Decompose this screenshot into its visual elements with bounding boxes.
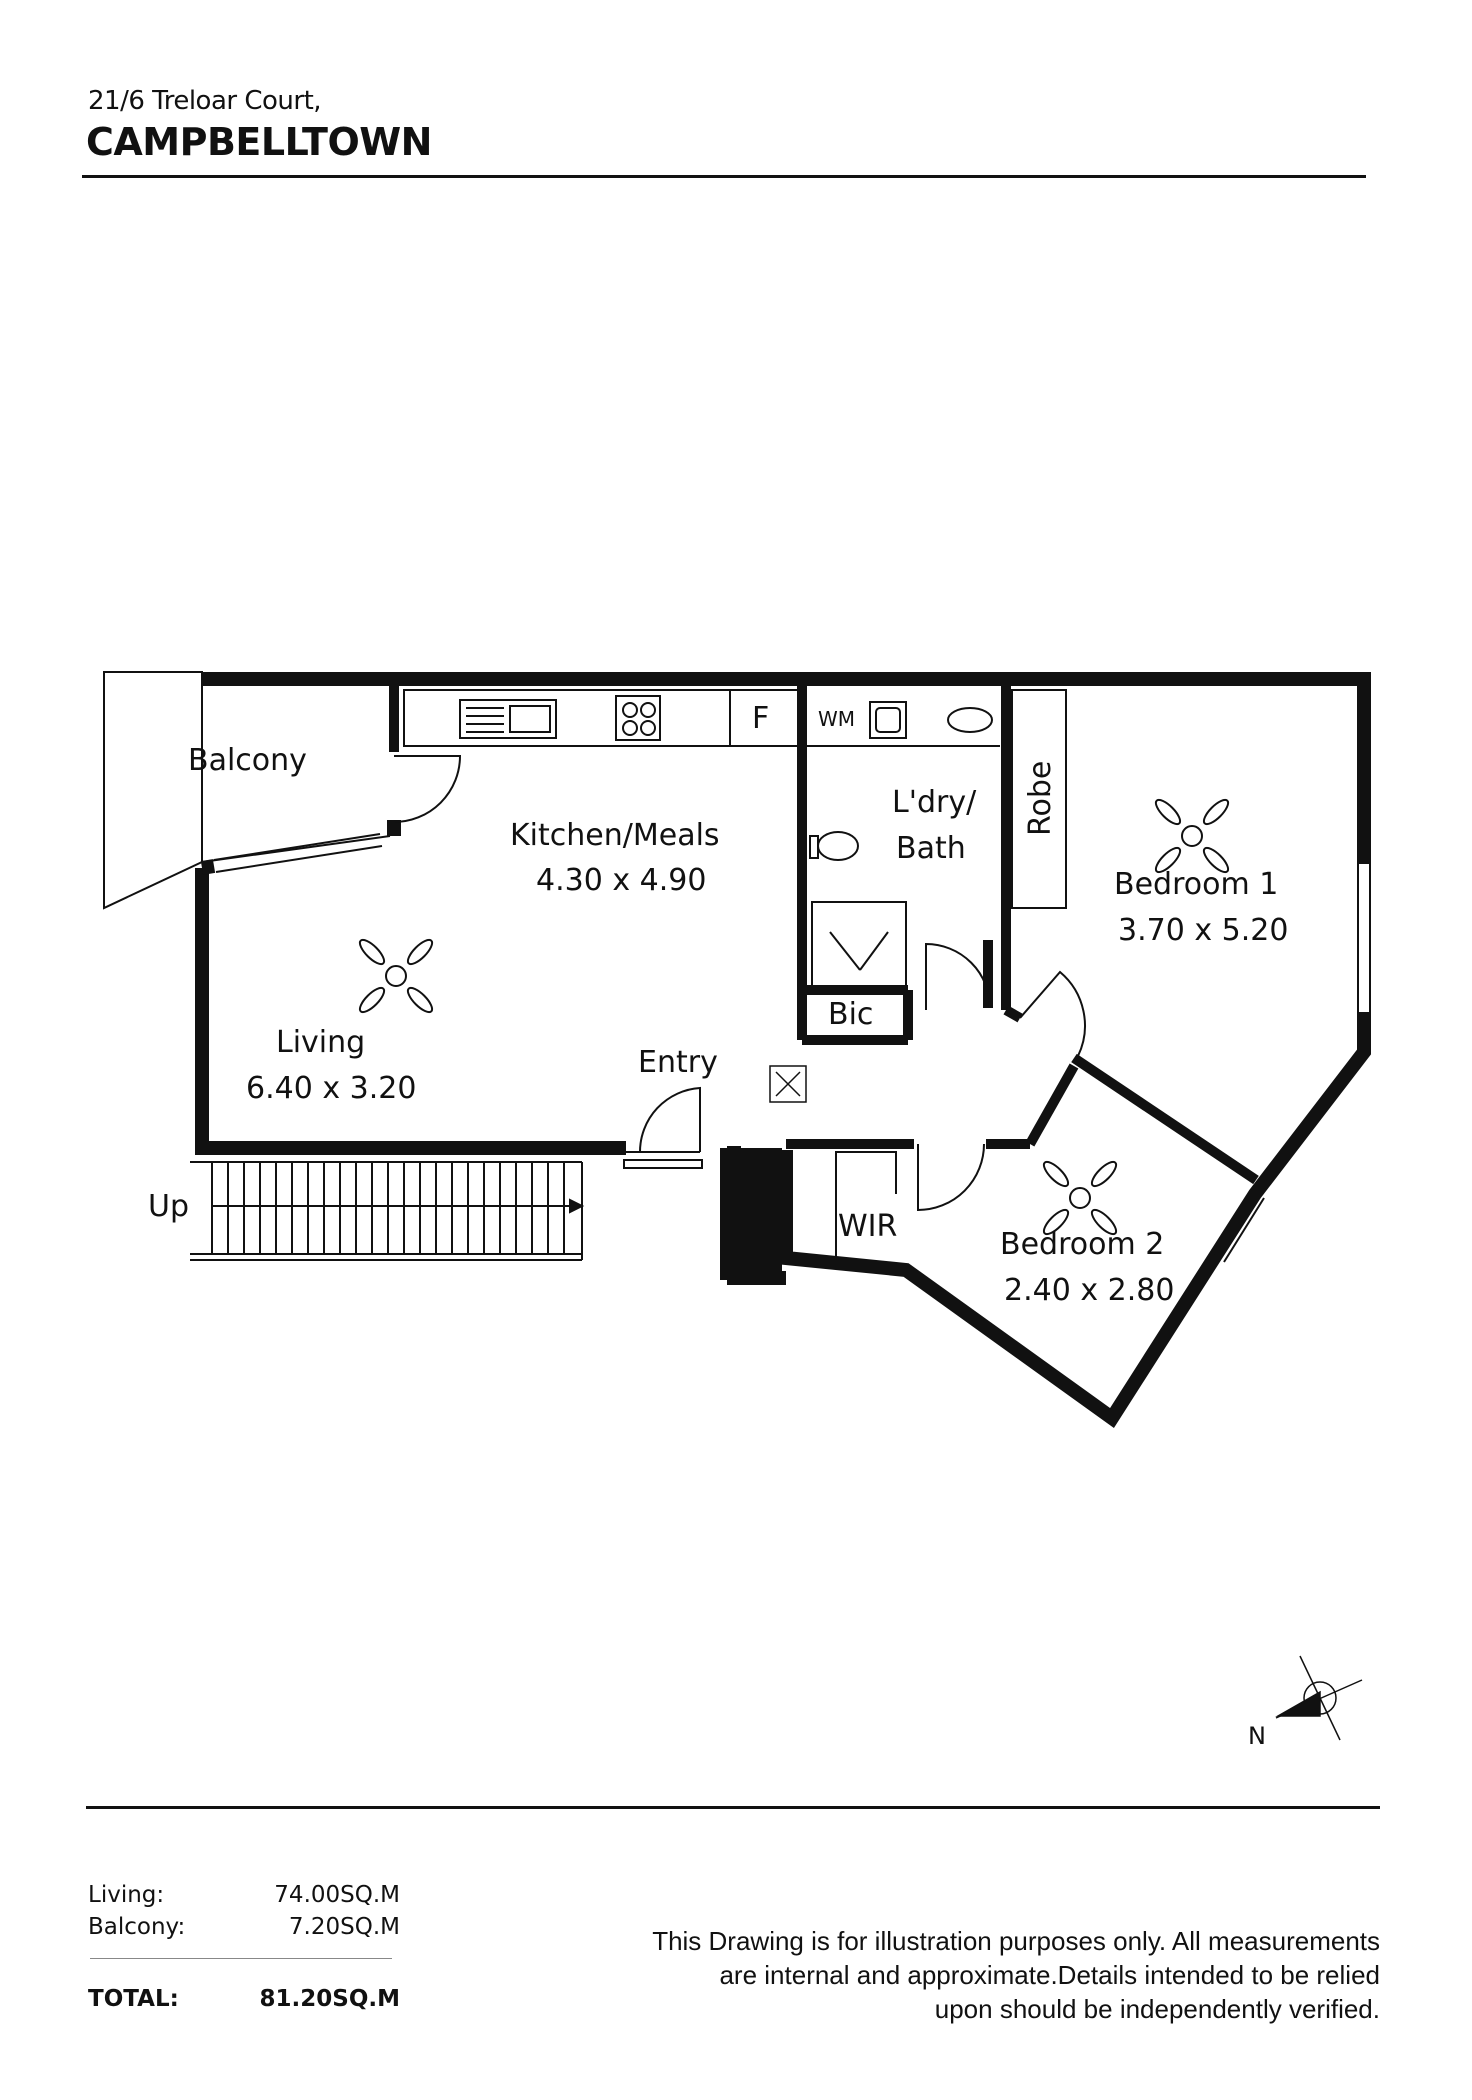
area-value-living: 74.00SQ.M xyxy=(274,1882,400,1908)
property-address: 21/6 Treloar Court, xyxy=(88,86,322,116)
living-window xyxy=(195,908,209,1110)
compass-icon xyxy=(1275,1655,1363,1741)
entry-light xyxy=(769,1065,807,1103)
bedroom1-window xyxy=(1357,864,1371,1012)
area-label-balcony: Balcony: xyxy=(88,1914,186,1940)
label-bedroom1: Bedroom 1 xyxy=(1114,867,1278,902)
label-wir: WIR xyxy=(838,1209,897,1244)
solid-column xyxy=(720,1148,782,1280)
area-divider xyxy=(90,1958,392,1959)
label-laundry-bath-1: L'dry/ xyxy=(892,785,977,820)
balcony-window xyxy=(213,833,383,873)
ceiling-fan-living xyxy=(358,938,434,1014)
label-bedroom2: Bedroom 2 xyxy=(1000,1227,1164,1262)
label-living: Living xyxy=(276,1025,365,1060)
label-washing-machine: WM xyxy=(818,707,855,731)
dim-kitchen-meals: 4.30 x 4.90 xyxy=(536,863,706,898)
ceiling-fan-bedroom1 xyxy=(1154,798,1230,874)
kitchen-bench xyxy=(403,689,801,747)
area-value-total: 81.20SQ.M xyxy=(259,1986,401,2012)
area-label-total: TOTAL: xyxy=(88,1986,179,2012)
bedroom2-window xyxy=(1213,1189,1265,1263)
label-stairs-up: Up xyxy=(148,1189,189,1224)
door-swings xyxy=(393,755,1086,1212)
dim-bedroom1: 3.70 x 5.20 xyxy=(1118,913,1288,948)
dim-living: 6.40 x 3.20 xyxy=(246,1071,416,1106)
label-laundry-bath-2: Bath xyxy=(896,831,966,866)
disclaimer: This Drawing is for illustration purpose… xyxy=(520,1924,1380,2026)
interior-walls xyxy=(389,679,1259,1185)
balcony-outline xyxy=(103,671,203,910)
footer-divider xyxy=(86,1806,1380,1809)
wir-partition xyxy=(835,1151,897,1260)
area-value-balcony: 7.20SQ.M xyxy=(288,1914,400,1940)
label-fridge: F xyxy=(752,701,769,736)
label-kitchen-meals: Kitchen/Meals xyxy=(510,818,720,853)
stairs xyxy=(190,1161,585,1261)
ceiling-fan-bedroom2 xyxy=(1042,1160,1118,1236)
robe-cabinet xyxy=(1011,689,1067,909)
property-suburb: CAMPBELLTOWN xyxy=(86,120,432,164)
disclaimer-line-3: upon should be independently verified. xyxy=(934,1994,1380,2024)
bath-fixtures xyxy=(806,701,1000,987)
compass-north-label: N xyxy=(1248,1722,1266,1750)
label-entry: Entry xyxy=(638,1045,718,1080)
dim-bedroom2: 2.40 x 2.80 xyxy=(1004,1273,1174,1308)
header-divider xyxy=(82,175,1366,178)
label-bic: Bic xyxy=(828,997,873,1032)
area-label-living: Living: xyxy=(88,1882,165,1908)
stair-treads xyxy=(211,1162,565,1254)
label-balcony: Balcony xyxy=(188,743,307,778)
exterior-walls xyxy=(195,672,1371,1428)
disclaimer-line-2: are internal and approximate.Details int… xyxy=(719,1960,1380,1990)
disclaimer-line-1: This Drawing is for illustration purpose… xyxy=(652,1926,1380,1956)
label-robe: Robe xyxy=(1023,761,1058,836)
